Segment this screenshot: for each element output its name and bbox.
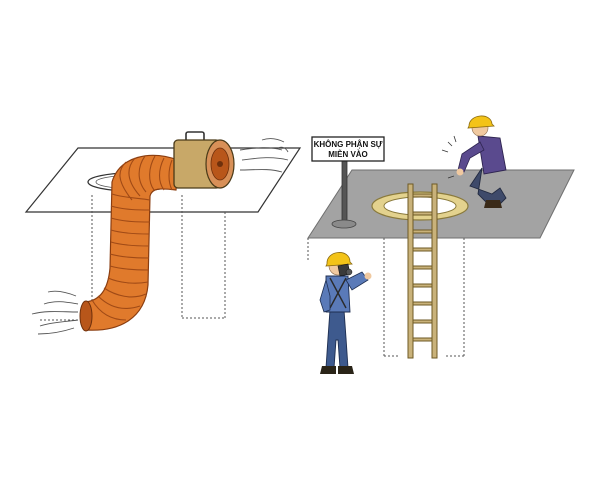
- warning-sign: KHÔNG PHẬN SỰ MIỄN VÀO: [311, 136, 385, 229]
- supervisor-torso: [477, 135, 507, 175]
- entrant-hand-raised: [364, 272, 372, 280]
- entrant-boots: [320, 366, 354, 374]
- entrant-harness: [329, 277, 347, 309]
- entrant-worker: [319, 252, 372, 374]
- ventilation-duct-outlet: [79, 300, 93, 332]
- supervisor-hand: [456, 168, 464, 176]
- intake-airflow-lines: [239, 138, 289, 173]
- supervisor-helmet: [467, 115, 495, 129]
- entrant-helmet: [325, 252, 353, 267]
- warning-sign-board: [311, 136, 385, 162]
- supervisor-legs: [469, 167, 507, 205]
- ventilation-duct: [79, 154, 179, 332]
- ventilation-duct-ribs: [91, 155, 173, 321]
- right-confined-space-outline: [307, 238, 465, 357]
- ventilation-blower: [173, 131, 235, 189]
- supervisor-arm: [457, 141, 485, 173]
- warning-sign-line1: KHÔNG PHẬN SỰ: [314, 140, 383, 149]
- manhole-panel: KHÔNG PHẬN SỰ MIỄN VÀO: [307, 115, 575, 374]
- entrant-legs: [325, 309, 349, 369]
- supervisor-boot: [484, 200, 502, 208]
- entrant-arm-down: [319, 278, 331, 313]
- ladder-rungs: [412, 193, 433, 342]
- ventilation-panel: [24, 131, 302, 335]
- warning-sign-line2: MIỄN VÀO: [328, 150, 368, 159]
- ladder-rail-left: [407, 183, 414, 359]
- warning-sign-base: [331, 219, 357, 229]
- supervisor-gesture-marks: [441, 135, 457, 179]
- entrant-respirator-filter: [345, 268, 353, 276]
- entrant-arm-raised: [345, 271, 369, 291]
- access-ladder: [407, 183, 438, 359]
- supervisor-worker: [441, 115, 507, 208]
- left-confined-space-outline: [40, 195, 226, 321]
- ladder-rail-right: [431, 183, 438, 359]
- blower-hub: [217, 161, 223, 167]
- warning-sign-post: [341, 159, 348, 225]
- outlet-airflow-lines: [31, 290, 79, 335]
